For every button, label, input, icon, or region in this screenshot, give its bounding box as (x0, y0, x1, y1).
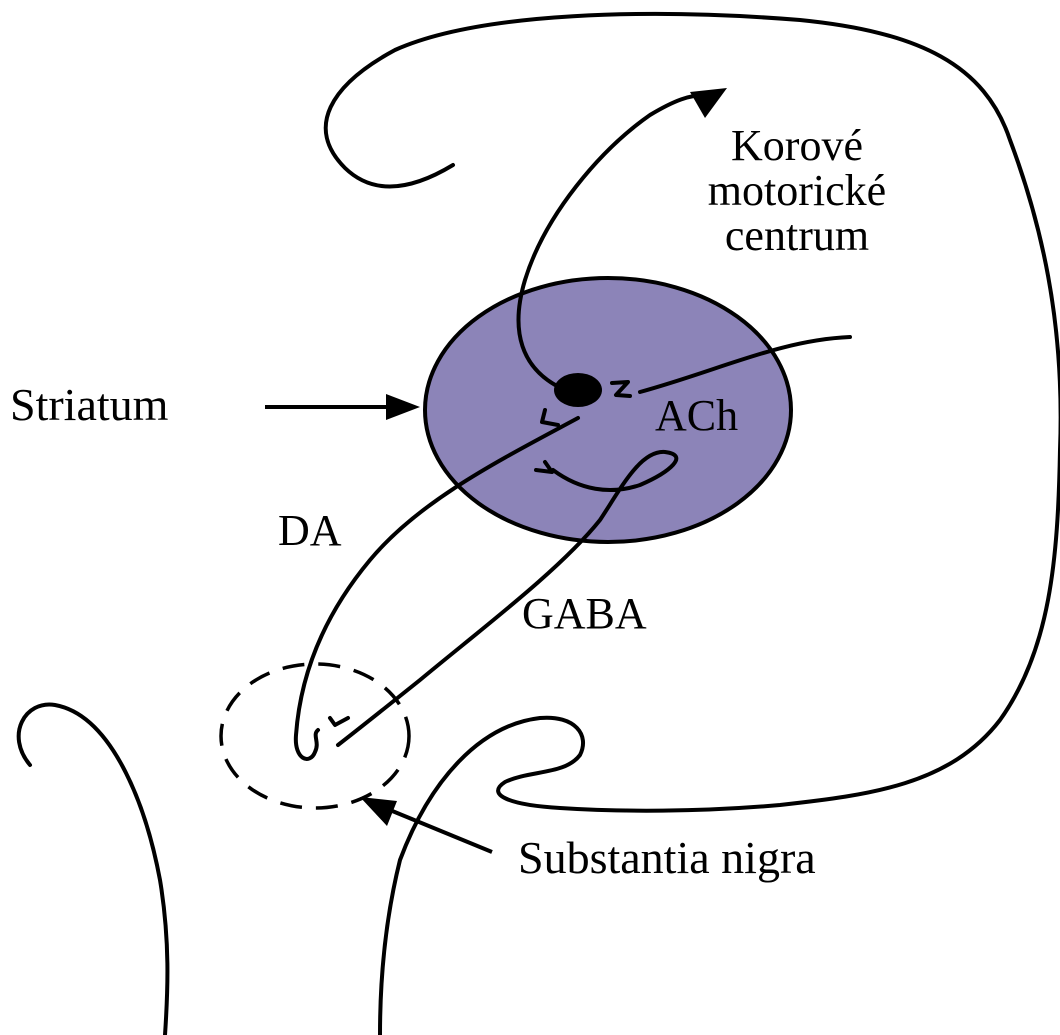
substantia-nigra-pointer-line (385, 808, 492, 852)
gaba-nigra-terminal (330, 718, 348, 725)
cholinergic-cell-body (554, 373, 602, 407)
cortex-label-line1: Korové (731, 121, 863, 170)
cortex-label-line3: centrum (725, 211, 869, 260)
cortex-label-line2: motorické (708, 166, 886, 215)
substantia-nigra-label: Substantia nigra (518, 832, 816, 883)
cortical-projection-arrowhead (690, 88, 727, 118)
substantia-nigra-pointer-arrowhead (360, 797, 397, 826)
ach-label: ACh (655, 391, 738, 440)
striatum-pointer-arrowhead (386, 394, 420, 420)
da-label: DA (278, 506, 342, 555)
striatum-label: Striatum (10, 379, 169, 430)
brainstem-outline (19, 705, 168, 1035)
gaba-label: GABA (522, 589, 647, 638)
